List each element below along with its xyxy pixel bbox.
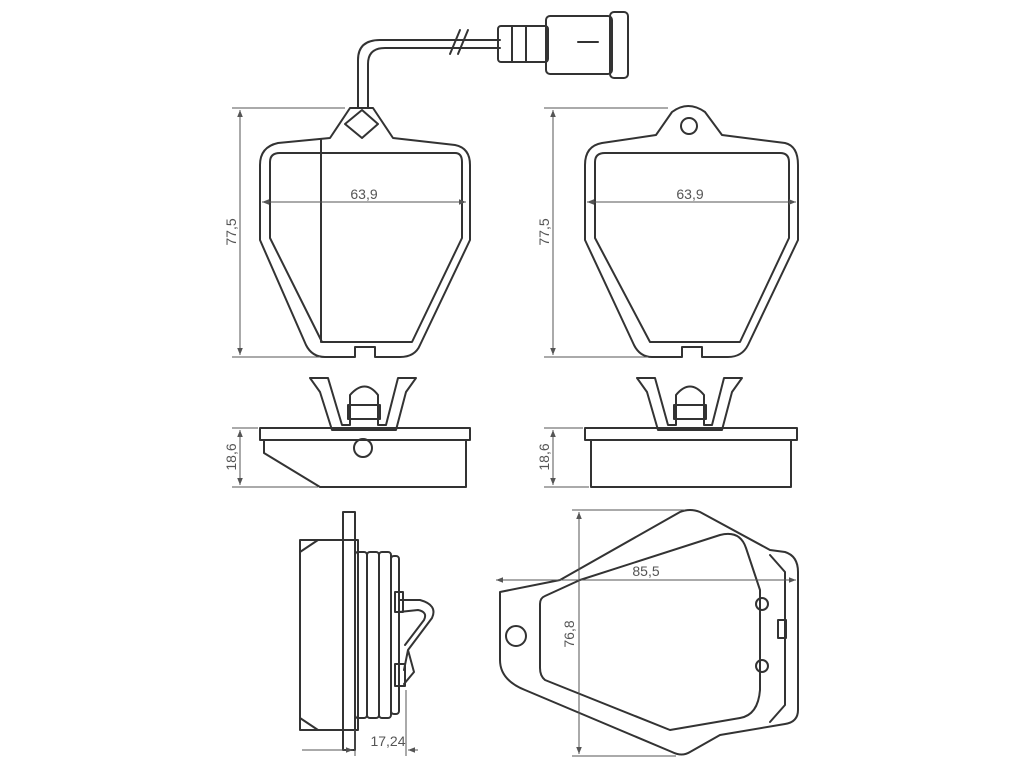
pad-edge-view: 17,24	[299, 511, 435, 756]
pad-1-width-label: 63,9	[350, 186, 377, 202]
wear-sensor-connector	[497, 11, 629, 79]
pad-1-inner-outline	[269, 152, 463, 343]
pad-1-side-view: 18,6	[223, 377, 471, 488]
pad-1-side-friction	[263, 439, 467, 488]
pad-2-side-friction	[590, 439, 792, 488]
pad-edge-springs	[354, 551, 400, 719]
pad-2-side-clip	[636, 377, 743, 431]
pad-1-sensor-block	[344, 109, 379, 139]
pad-1-front-view: 63,9 77,5	[223, 11, 629, 358]
pad-2-inner-outline	[594, 152, 790, 343]
side-1-thickness-label: 18,6	[223, 443, 239, 470]
pad-edge-friction-block	[299, 539, 359, 731]
side-view-width-label: 17,24	[370, 733, 405, 749]
pad-2-height-label: 77,5	[536, 218, 552, 245]
backplate-mount-hole	[505, 625, 527, 647]
pad-2-outline	[584, 105, 799, 358]
pad-2-width-label: 63,9	[676, 186, 703, 202]
backplate-width-label: 85,5	[632, 563, 659, 579]
pad-1-height-label: 77,5	[223, 218, 239, 245]
wire-break-mark	[449, 29, 461, 55]
backplate-outline	[499, 509, 799, 756]
pad-edge-clip	[398, 599, 435, 685]
pad-1-outline	[259, 107, 471, 358]
pad-2-front-view: 63,9 77,5	[536, 105, 799, 358]
pad-backplate-view: 85,5 76,8	[496, 509, 799, 757]
backplate-friction-area	[539, 532, 761, 731]
pad-2-mount-hole	[680, 117, 698, 135]
backplate-height-label: 76,8	[561, 620, 577, 647]
pad-1-side-clip	[309, 377, 417, 431]
wear-sensor-wire	[357, 39, 501, 109]
pad-2-side-view: 18,6	[536, 377, 798, 488]
pad-edge-backplate	[342, 511, 356, 751]
side-2-thickness-label: 18,6	[536, 443, 552, 470]
